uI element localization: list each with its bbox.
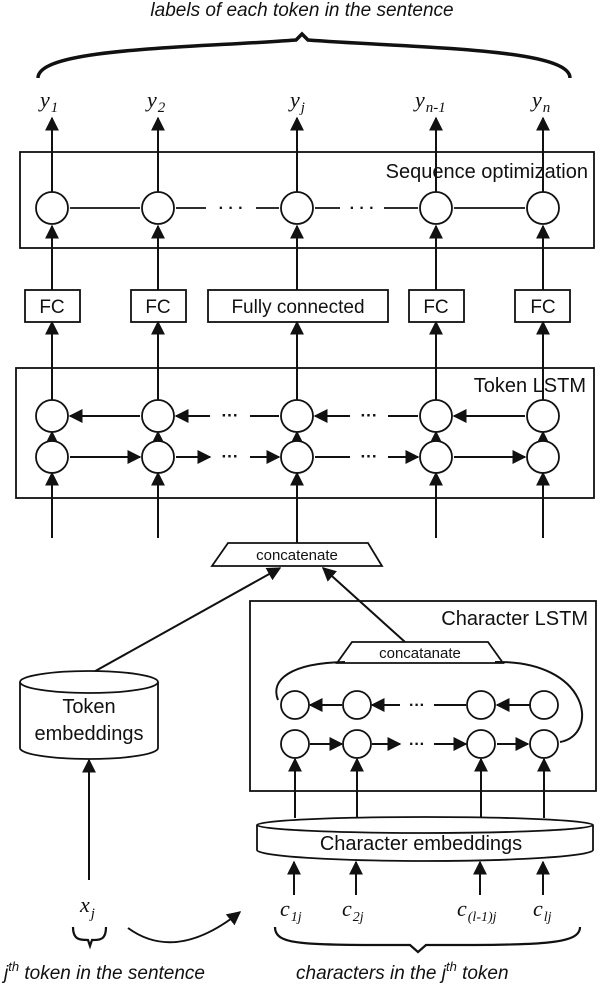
characters-caption: characters in the jth token <box>296 959 509 984</box>
char-embed-to-lstm-arrows <box>288 757 551 818</box>
output-labels-title: labels of each token in the sentence <box>150 0 453 21</box>
token-embeddings-line1: Token <box>62 696 115 718</box>
fc-to-crf-arrows <box>45 224 550 290</box>
token-to-chars-curved-arrow <box>127 911 242 944</box>
token-caption: jth token in the sentence <box>1 959 205 984</box>
sequence-optimization-title: Sequence optimization <box>386 161 588 183</box>
output-labels: y1 y2 yj yn-1 yn <box>38 87 550 116</box>
crf-ellipsis-right: · · · <box>350 200 375 217</box>
token-lstm-vertical-arrows <box>45 430 550 445</box>
char-lstm-loops <box>275 660 584 743</box>
top-brace <box>36 31 572 79</box>
token-embeddings-line2: embeddings <box>35 723 144 745</box>
characters-brace <box>273 926 582 954</box>
output-label-y1: y1 <box>38 87 58 116</box>
output-label-yn: yn <box>530 87 550 116</box>
char-lstm-ellipsis-1: ··· <box>409 697 425 714</box>
token-lstm-box <box>15 367 595 499</box>
concatenate-label: concatenate <box>256 547 338 564</box>
char-input-cl-1j: c(l-1)j <box>457 896 497 925</box>
token-lstm-ellipsis-3: ··· <box>222 447 239 466</box>
token-brace <box>71 926 108 950</box>
char-input-clj: clj <box>533 896 552 925</box>
input-token-xj: xj <box>79 892 95 922</box>
lstm-to-fc-arrows <box>45 320 550 400</box>
char-input-arrows <box>287 860 550 895</box>
output-label-yn-1: yn-1 <box>413 87 446 116</box>
token-lstm-ellipsis-4: ··· <box>361 447 378 466</box>
output-label-yj: yj <box>288 87 305 116</box>
char-input-c2j: c2j <box>342 896 364 925</box>
token-lstm-ellipsis-1: ··· <box>222 406 239 425</box>
crf-nodes <box>35 191 560 225</box>
concatenate-trapezoid <box>210 542 384 567</box>
character-lstm-title: Character LSTM <box>441 608 588 630</box>
character-embeddings-shape <box>256 816 594 862</box>
fully-connected-label: Fully connected <box>231 297 364 318</box>
char-lstm-ellipsis-2: ··· <box>409 736 425 753</box>
token-lstm-ellipsis-2: ··· <box>361 406 378 425</box>
character-lstm-box <box>249 600 597 792</box>
token-embeddings-cylinder <box>19 670 159 760</box>
sequence-optimization-box <box>19 151 595 249</box>
crf-ellipsis-left: · · · <box>219 200 244 217</box>
fc-layer: FC FC Fully connected FC FC <box>24 289 571 323</box>
char-concatanate-label: concatanate <box>379 645 461 662</box>
char-lstm-nodes <box>280 690 559 759</box>
fc-label-2: FC <box>145 297 170 318</box>
token-lstm-nodes <box>35 399 560 474</box>
fc-label-5: FC <box>530 297 555 318</box>
fc-label-1: FC <box>39 297 64 318</box>
token-lstm-input-arrows <box>45 471 550 543</box>
fc-label-4: FC <box>423 297 448 318</box>
token-lstm-title: Token LSTM <box>474 375 586 397</box>
character-embeddings-label: Character embeddings <box>320 833 522 855</box>
output-label-y2: y2 <box>145 87 166 116</box>
concat-input-arrows <box>89 567 406 675</box>
char-input-c1j: c1j <box>280 896 302 925</box>
